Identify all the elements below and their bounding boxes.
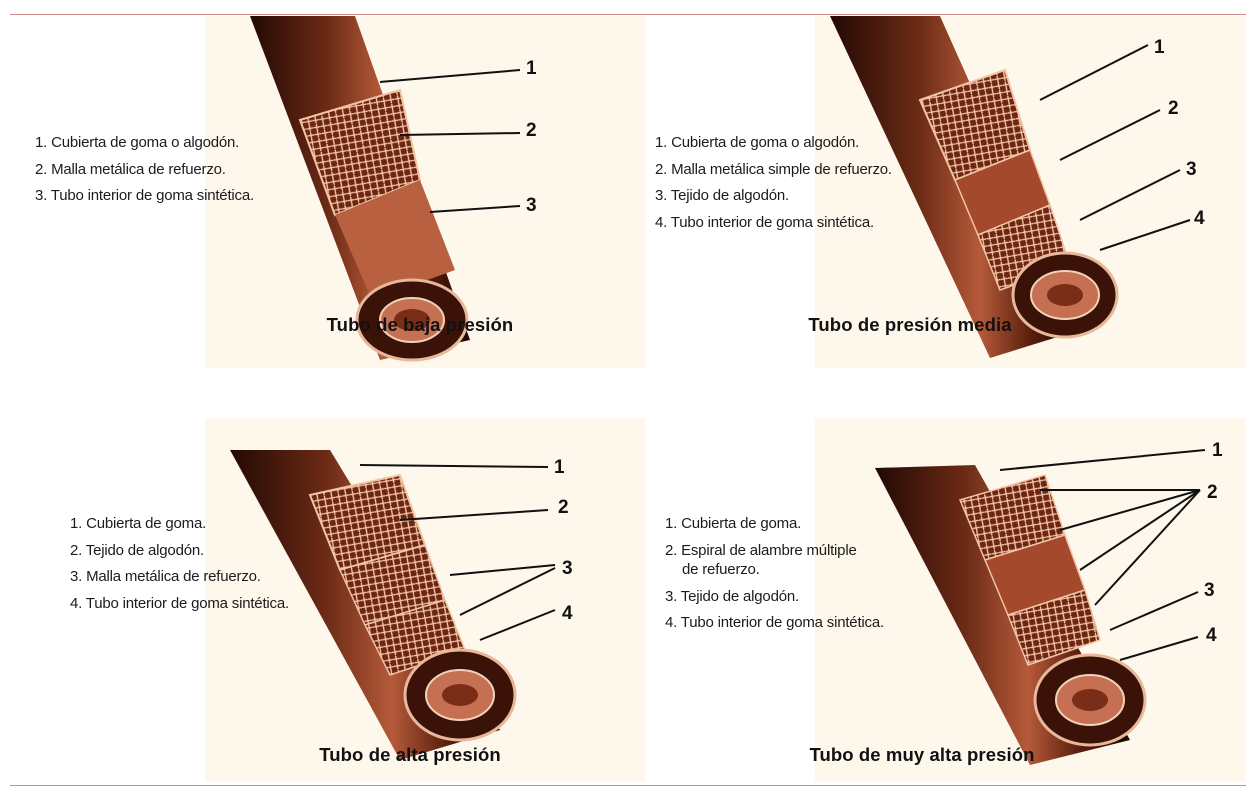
- panel-4-title: Tubo de muy alta presión: [809, 744, 1035, 765]
- callout-lines: [359, 44, 1206, 661]
- legend-item: 3. Tubo interior de goma sintética.: [35, 187, 254, 204]
- callout-2: 2: [1207, 482, 1218, 503]
- callout-1: 1: [1154, 37, 1165, 58]
- legend-item: 3. Tejido de algodón.: [665, 587, 799, 605]
- legend-item: 2. Malla metálica de refuerzo.: [35, 160, 226, 178]
- callout-4: 4: [562, 603, 573, 624]
- legend-item: 2. Espiral de alambre múltiple: [665, 541, 857, 559]
- callout-2: 2: [526, 120, 537, 141]
- panel-2-title: Tubo de presión media: [808, 314, 1012, 335]
- legend-item: 2. Malla metálica simple de refuerzo.: [655, 160, 892, 178]
- callout-4: 4: [1194, 208, 1205, 229]
- legend-item: 3. Tejido de algodón.: [655, 187, 789, 204]
- legend-item: 4. Tubo interior de goma sintética.: [655, 213, 874, 231]
- callout-3: 3: [562, 558, 573, 579]
- callout-3: 3: [526, 195, 537, 216]
- legend-item: 2. Tejido de algodón.: [70, 541, 204, 559]
- legend-item: 4. Tubo interior de goma sintética.: [70, 594, 289, 612]
- hose-4-illustration: [875, 465, 1147, 765]
- callout-1: 1: [526, 58, 537, 79]
- panel-2-legend: 1. Cubierta de goma o algodón. 2. Malla …: [655, 130, 892, 236]
- callout-2: 2: [1168, 98, 1179, 119]
- legend-item: 1. Cubierta de goma o algodón.: [35, 134, 240, 151]
- legend-item: 1. Cubierta de goma.: [665, 515, 802, 532]
- legend-item-continuation: de refuerzo.: [682, 561, 760, 578]
- hose-1-illustration: [250, 16, 470, 362]
- panel-3-legend: 1. Cubierta de goma. 2. Tejido de algodó…: [70, 511, 289, 617]
- legend-item: 3. Malla metálica de refuerzo.: [70, 568, 261, 585]
- callout-4: 4: [1206, 625, 1217, 646]
- panel-3-title: Tubo de alta presión: [319, 744, 501, 765]
- panel-1-legend: 1. Cubierta de goma o algodón. 2. Malla …: [35, 130, 254, 210]
- legend-item: 1. Cubierta de goma o algodón.: [655, 134, 860, 151]
- callout-3: 3: [1186, 159, 1197, 180]
- legend-item: 1. Cubierta de goma.: [70, 515, 207, 532]
- callout-1: 1: [1212, 440, 1223, 461]
- hose-2-illustration: [830, 16, 1119, 358]
- legend-item: 4. Tubo interior de goma sintética.: [665, 614, 884, 631]
- figure-frame: [10, 14, 1246, 786]
- callout-2: 2: [558, 497, 569, 518]
- hose-3-illustration: [230, 450, 517, 760]
- panel-4-legend: 1. Cubierta de goma. 2. Espiral de alamb…: [665, 511, 884, 637]
- panel-1-title: Tubo de baja presión: [326, 314, 514, 335]
- callout-3: 3: [1204, 580, 1215, 601]
- callout-1: 1: [554, 457, 565, 478]
